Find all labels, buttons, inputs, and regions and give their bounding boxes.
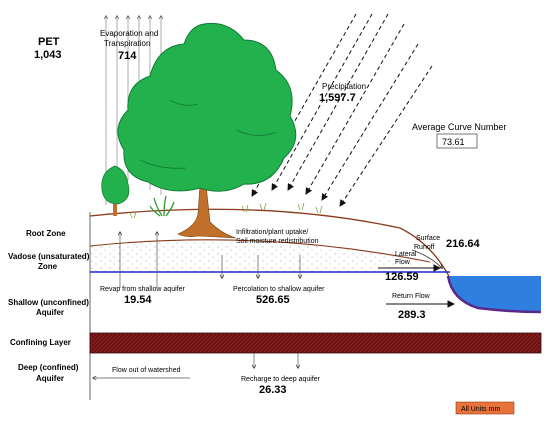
revap-label: Revap from shallow aquifer — [100, 286, 185, 293]
pet-value: 1,043 — [34, 49, 62, 61]
percolation-label: Percolation to shallow aquifer — [233, 286, 325, 293]
tree-large — [117, 22, 297, 239]
zone-vadose-line1: Vadose (unsaturated) — [8, 252, 90, 261]
precipitation-arrows — [251, 13, 433, 207]
zone-shallow-line2: Aquifer — [36, 308, 64, 317]
units-badge-label: All Units mm — [461, 406, 500, 413]
evap-value: 714 — [118, 50, 137, 62]
infiltration-line2: Soil moisture redistribution — [236, 238, 319, 245]
pet-label: PET — [38, 36, 60, 48]
surface-runoff-label2: Runoff — [414, 244, 435, 251]
zone-vadose-line2: Zone — [38, 262, 58, 271]
recharge-arrows — [254, 353, 298, 368]
vadose-zone-fill — [90, 241, 420, 272]
recharge-label: Recharge to deep aquifer — [241, 376, 321, 383]
precip-label: Precipitation — [322, 82, 366, 91]
curve-number-value: 73.61 — [442, 137, 465, 147]
surface-runoff-label1: Surface — [416, 235, 440, 242]
return-flow-value: 289.3 — [398, 309, 426, 321]
curve-number-label: Average Curve Number — [412, 122, 506, 132]
percolation-value: 526.65 — [256, 294, 290, 306]
outflow-label: Flow out of watershed — [112, 367, 181, 374]
infiltration-line1: Infiltration/plant uptake/ — [236, 229, 308, 236]
root-zone-line — [89, 239, 431, 263]
evap-label-line1: Evaporation and — [100, 29, 158, 38]
lateral-flow-label2: Flow — [395, 259, 411, 266]
stream-water — [448, 276, 541, 312]
evap-label-line2: Transpiration — [104, 39, 150, 48]
surface-runoff-value: 216.64 — [446, 238, 481, 250]
zone-deep-line1: Deep (confined) — [18, 363, 79, 372]
tree-small — [101, 165, 130, 216]
revap-value: 19.54 — [124, 294, 152, 306]
confining-layer-band — [89, 332, 542, 354]
zone-root-label: Root Zone — [26, 229, 66, 238]
recharge-value: 26.33 — [259, 384, 287, 396]
return-flow-label: Return Flow — [392, 293, 431, 300]
grass-tuft — [149, 195, 175, 217]
revap-arrows — [120, 232, 157, 288]
percolation-arrows — [222, 255, 300, 278]
plant-sprouts — [129, 202, 323, 219]
zone-confining-label: Confining Layer — [10, 338, 71, 347]
stream-bank — [446, 275, 542, 314]
precip-value: 1,597.7 — [319, 92, 356, 104]
surface-runoff-arrow — [411, 249, 442, 268]
zone-shallow-line1: Shallow (unconfined) — [8, 298, 89, 307]
ground-surface-line — [89, 208, 451, 279]
curve-number-box — [436, 133, 478, 149]
lateral-flow-label1: Lateral — [395, 251, 417, 258]
zone-deep-line2: Aquifer — [36, 374, 64, 383]
units-badge — [455, 401, 515, 415]
lateral-flow-value: 126.59 — [385, 271, 419, 283]
